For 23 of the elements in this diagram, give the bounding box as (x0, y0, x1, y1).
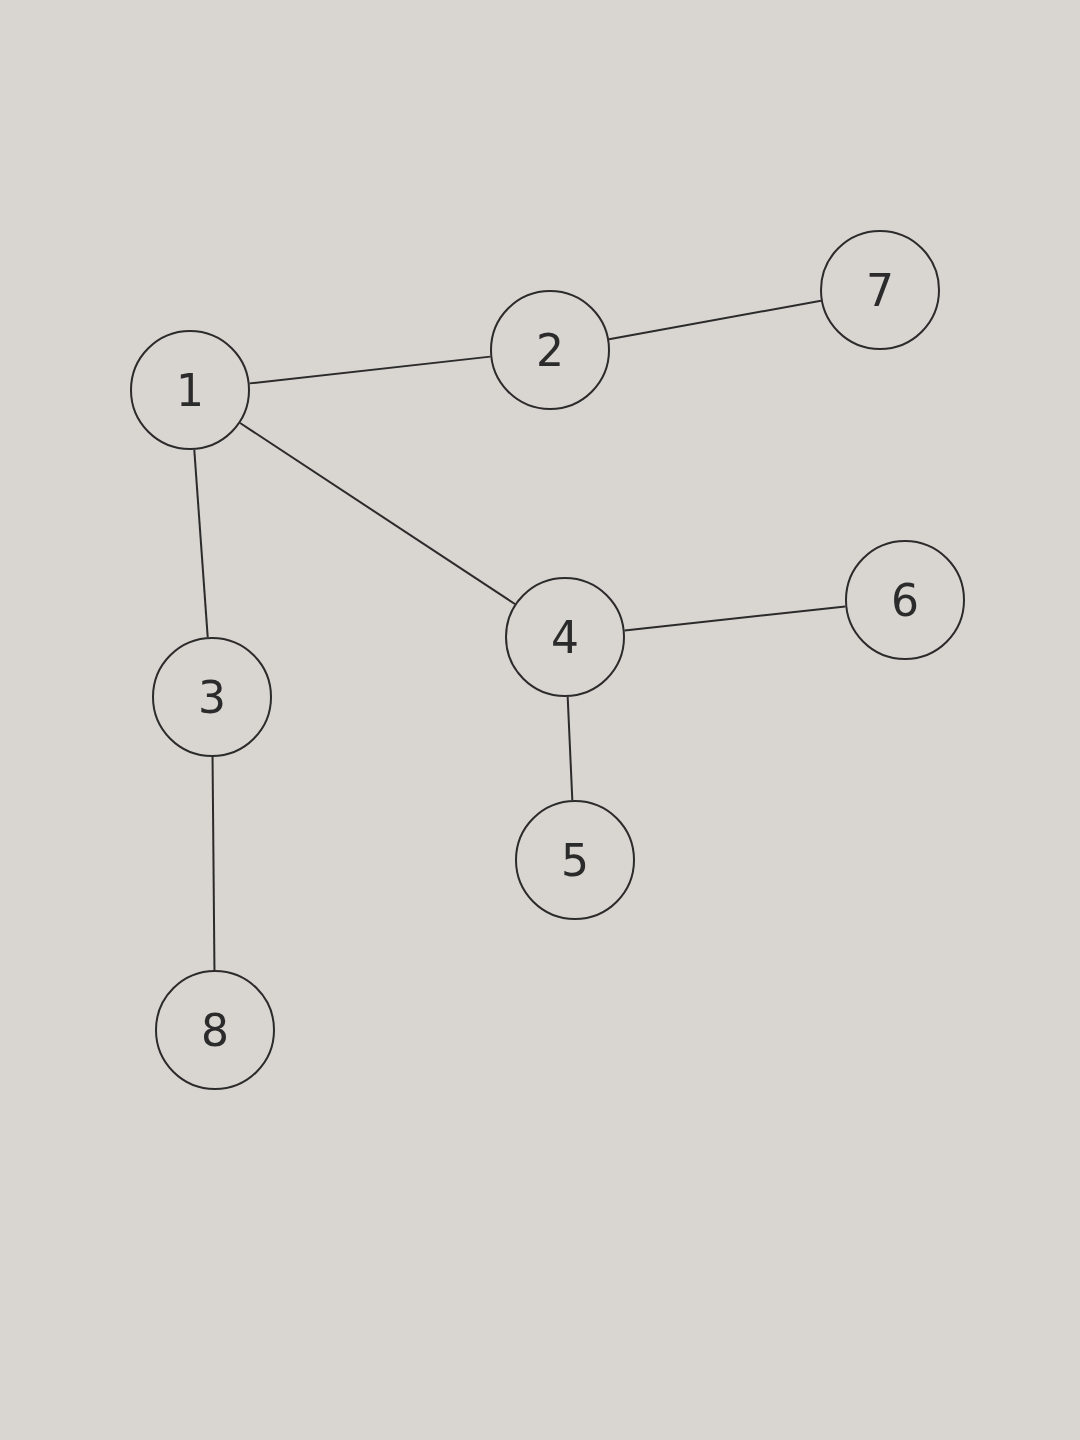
node-circle (845, 540, 965, 660)
connector-line (193, 448, 209, 639)
node-circle (152, 637, 272, 757)
node-circle (505, 577, 625, 697)
node-number: 5 (561, 834, 589, 886)
node-number: 1 (176, 364, 204, 416)
connector-line (566, 695, 574, 802)
node-number: 6 (891, 574, 919, 626)
node-circle (490, 290, 610, 410)
node-circle (515, 800, 635, 920)
node-circle (130, 330, 250, 450)
node-number: 7 (866, 264, 894, 316)
connector-line (623, 605, 847, 632)
connector-line (239, 422, 516, 605)
node-number: 2 (536, 324, 564, 376)
node-number: 8 (201, 1004, 229, 1056)
node-number: 3 (198, 671, 226, 723)
connector-line (248, 355, 492, 385)
node-number: 4 (551, 611, 579, 663)
node-circle (820, 230, 940, 350)
connector-line (608, 299, 822, 341)
connector-line (211, 756, 216, 971)
node-circle (155, 970, 275, 1090)
